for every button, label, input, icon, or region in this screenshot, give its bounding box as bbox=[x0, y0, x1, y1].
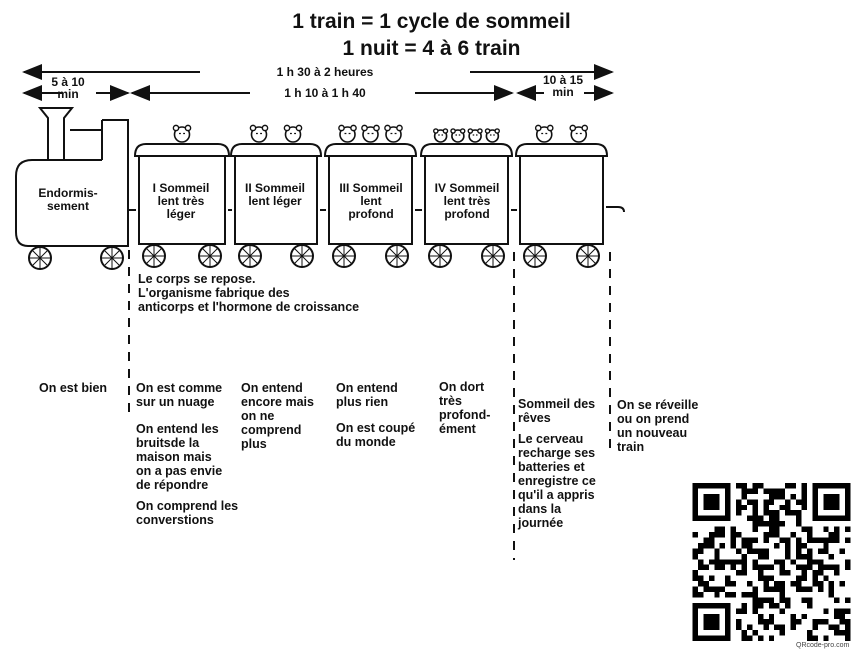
sleeping-head-icon bbox=[362, 125, 379, 142]
sleeping-head-icon bbox=[570, 125, 587, 142]
wagon-label-stage-3: III Sommeil lent profond bbox=[329, 182, 413, 221]
body-note-line-3: anticorps et l'hormone de croissance bbox=[138, 300, 359, 314]
wagon-label-stage-1: I Sommeil lent très léger bbox=[139, 182, 223, 221]
wagon-label-endormissement: Endormis- sement bbox=[22, 187, 114, 213]
description-stage-4: On dort très profond- ément bbox=[439, 380, 490, 436]
description-reveil: On se réveille ou on prend un nouveau tr… bbox=[617, 398, 698, 454]
description-stage-1-bruits: On entend les bruitsde la maison mais on… bbox=[136, 422, 222, 492]
description-rem-cerveau: Le cerveau recharge ses batteries et enr… bbox=[518, 432, 596, 530]
sleeping-head-icon bbox=[451, 129, 465, 142]
sleeping-head-icon bbox=[385, 125, 402, 142]
body-note-line-2: L'organisme fabrique des bbox=[138, 286, 290, 300]
body-note-line-1: Le corps se repose. bbox=[138, 272, 255, 286]
sleeping-head-icon bbox=[468, 129, 482, 142]
description-rem-reves: Sommeil des rêves bbox=[518, 397, 595, 425]
wagon-rem bbox=[516, 125, 607, 267]
description-stage-3-rien: On entend plus rien bbox=[336, 381, 398, 409]
qr-caption: QRcode-pro.com bbox=[796, 642, 849, 649]
sleeping-head-icon bbox=[536, 125, 553, 142]
sleeping-head-icon bbox=[250, 125, 267, 142]
sleeping-head-icon bbox=[339, 125, 356, 142]
description-stage-1-conversations: On comprend les converstions bbox=[136, 499, 238, 527]
description-endormissement: On est bien bbox=[39, 381, 107, 395]
description-stage-2: On entend encore mais on ne comprend plu… bbox=[241, 381, 314, 451]
qr-code bbox=[688, 483, 855, 641]
sleeping-head-icon bbox=[485, 129, 499, 142]
description-stage-3-coupe: On est coupé du monde bbox=[336, 421, 415, 449]
wagon-label-stage-4: IV Sommeil lent très profond bbox=[424, 182, 510, 221]
wagon-label-stage-2: II Sommeil lent léger bbox=[233, 182, 317, 208]
sleeping-head-icon bbox=[434, 129, 448, 142]
description-stage-1-nuage: On est comme sur un nuage bbox=[136, 381, 222, 409]
sleeping-head-icon bbox=[284, 125, 301, 142]
sleeping-head-icon bbox=[173, 125, 190, 142]
